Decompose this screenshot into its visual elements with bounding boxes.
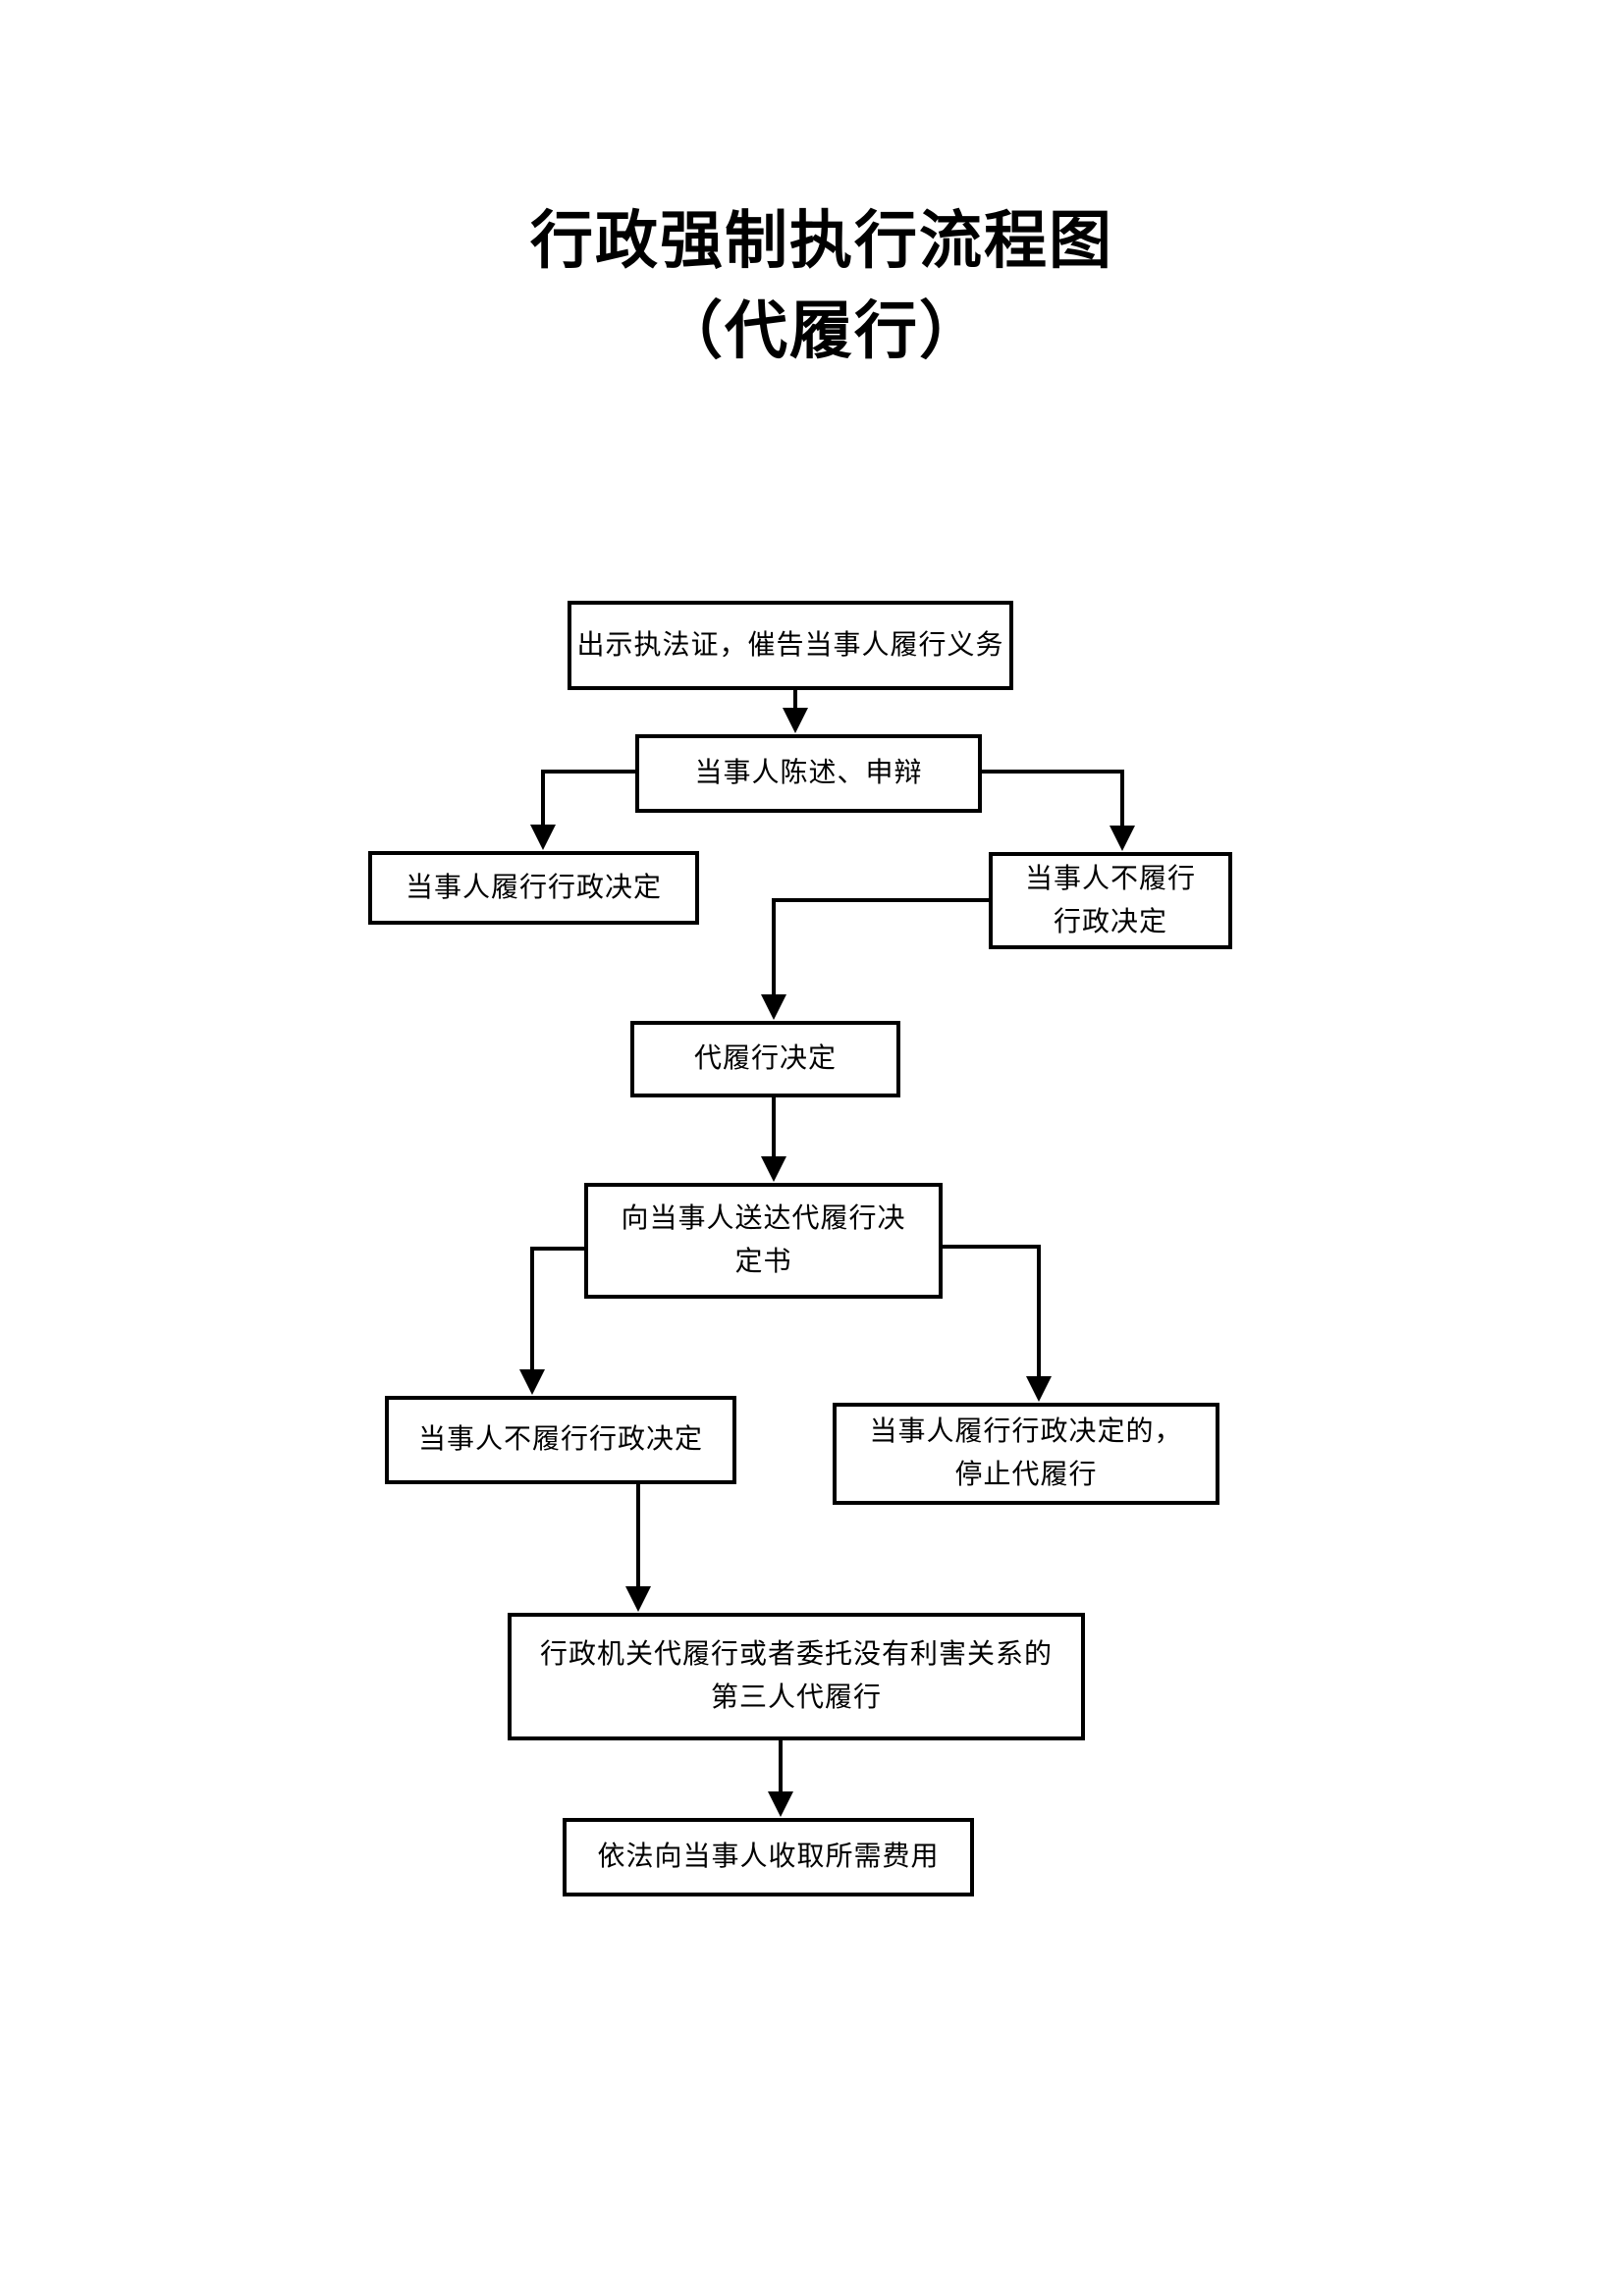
flow-box-label: 当事人不履行 行政决定 [1024,863,1196,937]
connector-serve-to-not-performs [519,1247,584,1395]
flow-box-party-performs: 当事人履行行政决定 [368,851,699,925]
connector-serve-to-performs-stop [943,1245,1052,1402]
title-line1: 行政强制执行流程图 [530,206,1113,276]
flow-box-label: 出示执法证，催告当事人履行义务 [576,629,1004,661]
flow-box-label: 行政机关代履行或者委托没有利害关系的 第三人代履行 [539,1639,1053,1713]
flow-box-performs-stop: 当事人履行行政决定的， 停止代履行 [833,1403,1219,1505]
title-line2: （代履行） [660,296,984,366]
flow-box-label: 依法向当事人收取所需费用 [597,1842,940,1872]
connector-urge-to-statement [783,690,808,733]
flow-box-statement-defense: 当事人陈述、申辩 [635,734,982,813]
flow-box-urge-performance: 出示执法证，催告当事人履行义务 [568,601,1013,690]
connector-agency-to-fees [768,1740,793,1817]
flow-box-label: 当事人履行行政决定 [405,872,662,903]
flow-box-label: 当事人陈述、申辩 [694,758,923,788]
flow-box-party-not-performs-2: 当事人不履行行政决定 [385,1396,736,1484]
flow-box-agency-performs: 行政机关代履行或者委托没有利害关系的 第三人代履行 [508,1613,1085,1740]
connector-statement-to-performs [530,770,635,850]
connector-not-performs-to-agency [625,1484,651,1612]
page-title: 行政强制执行流程图 （代履行） [10,196,1624,377]
flow-box-label: 向当事人送达代履行决 定书 [621,1203,906,1277]
flow-box-label: 当事人履行行政决定的， 停止代履行 [869,1416,1183,1490]
connector-substitute-decision-to-serve [761,1097,786,1182]
flow-box-label: 代履行决定 [693,1043,837,1074]
connector-statement-to-not-performs [982,770,1135,851]
flow-box-substitute-decision: 代履行决定 [630,1021,900,1097]
flow-box-serve-decision-letter: 向当事人送达代履行决 定书 [584,1183,943,1299]
flow-box-party-not-performs: 当事人不履行 行政决定 [989,852,1232,949]
flow-box-label: 当事人不履行行政决定 [417,1424,703,1455]
connector-not-performs-to-substitute-decision [761,898,989,1020]
flow-box-collect-fees: 依法向当事人收取所需费用 [563,1818,974,1896]
